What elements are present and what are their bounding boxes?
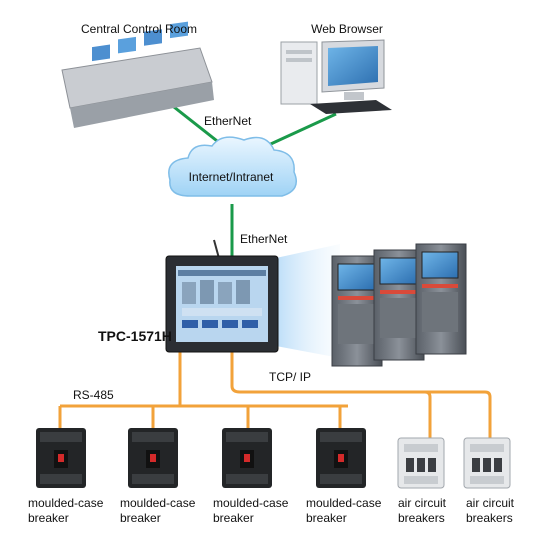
web-browser-label: Web Browser: [311, 22, 383, 36]
breaker-label-2-line1: moulded-case: [120, 496, 196, 510]
model-label: TPC-1571H: [98, 328, 172, 344]
breaker-label-1: moulded-case breaker: [28, 496, 103, 526]
breaker-label-1-line2: breaker: [28, 511, 69, 525]
ethernet-mid-label: EtherNet: [240, 232, 288, 246]
ethernet-top-label: EtherNet: [204, 114, 252, 128]
screen-glow: [276, 244, 340, 358]
moulded-case-breaker-icon-1: [36, 428, 86, 488]
breaker-label-3: moulded-case breaker: [213, 496, 288, 526]
breaker-label-4-line2: breaker: [306, 511, 347, 525]
web-browser-computer-icon: [280, 39, 392, 114]
server-cabinets-icon: [331, 243, 467, 367]
moulded-case-breaker-icon-4: [316, 428, 366, 488]
breaker-label-3-line2: breaker: [213, 511, 254, 525]
tcpip-label: TCP/ IP: [269, 370, 312, 384]
breaker-label-6-line1: air circuit: [466, 496, 515, 510]
breaker-label-6-line2: breakers: [466, 511, 513, 525]
breaker-label-5-line1: air circuit: [398, 496, 447, 510]
serial-links: [58, 350, 492, 440]
air-circuit-breaker-icon-2: [463, 437, 511, 489]
air-circuit-breaker-icon-1: [397, 437, 445, 489]
breaker-label-5: air circuit breakers: [398, 496, 446, 526]
breaker-label-6: air circuit breakers: [466, 496, 514, 526]
air-circuit-breakers: [397, 437, 511, 489]
breaker-label-2-line2: breaker: [120, 511, 161, 525]
moulded-case-breakers: [36, 428, 366, 488]
control-room-label: Central Control Room: [80, 22, 198, 36]
breaker-label-5-line2: breakers: [398, 511, 445, 525]
control-room-console-icon: [61, 21, 214, 128]
tpc-panel-pc-icon: [165, 239, 279, 353]
breaker-label-3-line1: moulded-case: [213, 496, 289, 510]
rs485-label: RS-485: [73, 388, 114, 402]
breaker-label-1-line1: moulded-case: [28, 496, 104, 510]
moulded-case-breaker-icon-3: [222, 428, 272, 488]
breaker-label-2: moulded-case breaker: [120, 496, 195, 526]
breaker-label-4: moulded-case breaker: [306, 496, 381, 526]
breaker-label-4-line1: moulded-case: [306, 496, 382, 510]
internet-cloud-icon: [168, 136, 297, 197]
moulded-case-breaker-icon-2: [128, 428, 178, 488]
cloud-label: Internet/Intranet: [188, 170, 274, 184]
